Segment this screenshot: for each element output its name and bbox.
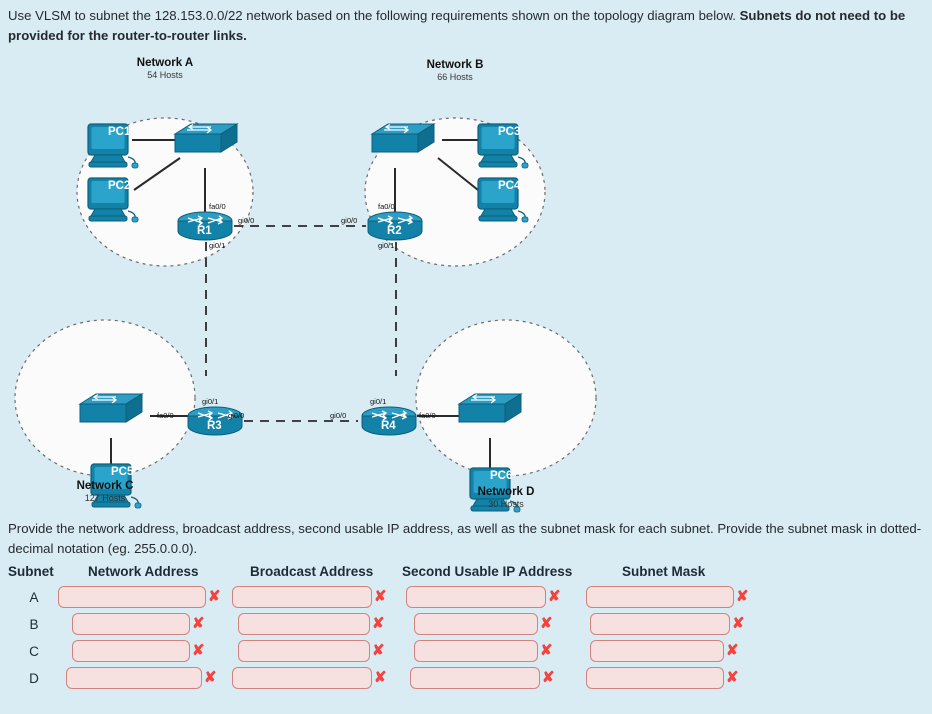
input-second-usable-c[interactable] [414, 640, 538, 662]
r4-gi00-label: gi0/0 [330, 411, 346, 420]
input-second-usable-d[interactable] [410, 667, 540, 689]
input-network-address-a[interactable] [58, 586, 206, 608]
pc5-label: PC5 [111, 466, 134, 478]
network-b-title: Network B [427, 59, 484, 71]
input-broadcast-address-d[interactable] [232, 667, 372, 689]
table-header-row: Subnet Network Address Broadcast Address… [0, 564, 932, 584]
r3-label: R3 [207, 420, 222, 432]
link-switchb-pc4 [437, 157, 479, 191]
r2-label: R2 [387, 225, 402, 237]
pc3-label: PC3 [498, 126, 520, 138]
status-x-icon: ✘ [204, 669, 217, 686]
status-x-icon: ✘ [540, 615, 553, 632]
network-topology-diagram: PC1 PC2 R1 fa0/0 gi0/0 gi0/1 PC3 PC4 R2 … [0, 46, 932, 516]
input-broadcast-address-c[interactable] [238, 640, 370, 662]
network-a-title: Network A [137, 57, 193, 69]
status-x-icon: ✘ [736, 588, 749, 605]
table-row: B ✘ ✘ ✘ ✘ [0, 611, 932, 638]
status-x-icon: ✘ [208, 588, 221, 605]
status-x-icon: ✘ [192, 642, 205, 659]
status-x-icon: ✘ [192, 615, 205, 632]
header-subnet: Subnet [8, 564, 54, 579]
network-b-hosts: 66 Hosts [437, 72, 473, 82]
r1-label: R1 [197, 225, 212, 237]
table-row: C ✘ ✘ ✘ ✘ [0, 638, 932, 665]
input-subnet-mask-c[interactable] [590, 640, 724, 662]
row-label-a: A [29, 590, 39, 605]
network-d-title: Network D [478, 486, 535, 498]
r1-fa00-label: fa0/0 [209, 202, 226, 211]
table-row: D ✘ ✘ ✘ ✘ [0, 665, 932, 692]
r4-fa00-label: fa0/0 [419, 411, 436, 420]
pc4-label: PC4 [498, 180, 521, 192]
switch-network-a [174, 123, 238, 153]
question-prompt: Use VLSM to subnet the 128.153.0.0/22 ne… [8, 6, 924, 47]
row-label-d: D [29, 671, 39, 686]
answer-instructions: Provide the network address, broadcast a… [8, 521, 922, 557]
input-network-address-c[interactable] [72, 640, 190, 662]
r4-gi01-label: gi0/1 [370, 397, 386, 406]
network-d-hosts: 30 Hosts [488, 499, 524, 509]
prompt-text-normal: Use VLSM to subnet the 128.153.0.0/22 ne… [8, 8, 740, 23]
status-x-icon: ✘ [540, 642, 553, 659]
input-subnet-mask-b[interactable] [590, 613, 730, 635]
header-network-address: Network Address [88, 564, 199, 579]
pc1-label: PC1 [108, 126, 131, 138]
r1-gi01-label: gi0/1 [209, 241, 225, 250]
input-second-usable-a[interactable] [406, 586, 546, 608]
r2-fa00-label: fa0/0 [378, 202, 395, 211]
prompt-text-bold: Subnets do not need to be provided for t… [8, 8, 906, 44]
r1-gi00-label: gi0/0 [238, 216, 254, 225]
r2-gi00-label: gi0/0 [341, 216, 357, 225]
status-x-icon: ✘ [726, 669, 739, 686]
network-a-hosts: 54 Hosts [147, 70, 183, 80]
switch-network-c [79, 393, 143, 423]
input-network-address-d[interactable] [66, 667, 202, 689]
network-c-title: Network C [77, 480, 134, 492]
input-broadcast-address-a[interactable] [232, 586, 372, 608]
pc2-label: PC2 [108, 180, 130, 192]
status-x-icon: ✘ [726, 642, 739, 659]
status-x-icon: ✘ [548, 588, 561, 605]
row-label-c: C [29, 644, 39, 659]
table-row: A ✘ ✘ ✘ ✘ [0, 584, 932, 611]
input-subnet-mask-d[interactable] [586, 667, 724, 689]
input-network-address-b[interactable] [72, 613, 190, 635]
status-x-icon: ✘ [374, 669, 387, 686]
input-broadcast-address-b[interactable] [238, 613, 370, 635]
switch-network-d [458, 393, 522, 423]
network-c-hosts: 127 Hosts [85, 493, 126, 503]
row-label-b: B [29, 617, 39, 632]
status-x-icon: ✘ [374, 588, 387, 605]
input-subnet-mask-a[interactable] [586, 586, 734, 608]
pc6-label: PC6 [490, 470, 512, 482]
header-broadcast-address: Broadcast Address [250, 564, 374, 579]
r4-label: R4 [381, 420, 396, 432]
status-x-icon: ✘ [732, 615, 745, 632]
input-second-usable-b[interactable] [414, 613, 538, 635]
r3-gi01-label: gi0/1 [202, 397, 218, 406]
header-second-usable: Second Usable IP Address [402, 564, 573, 579]
link-pc2-switch-a [133, 157, 181, 191]
r3-gi00-label: gi0/0 [228, 411, 244, 420]
r2-gi01-label: gi0/1 [378, 241, 394, 250]
answer-table: Subnet Network Address Broadcast Address… [0, 564, 932, 692]
header-subnet-mask: Subnet Mask [622, 564, 706, 579]
r3-fa00-label: fa0/0 [157, 411, 174, 420]
status-x-icon: ✘ [542, 669, 555, 686]
switch-network-b [371, 123, 435, 153]
status-x-icon: ✘ [372, 642, 385, 659]
status-x-icon: ✘ [372, 615, 385, 632]
